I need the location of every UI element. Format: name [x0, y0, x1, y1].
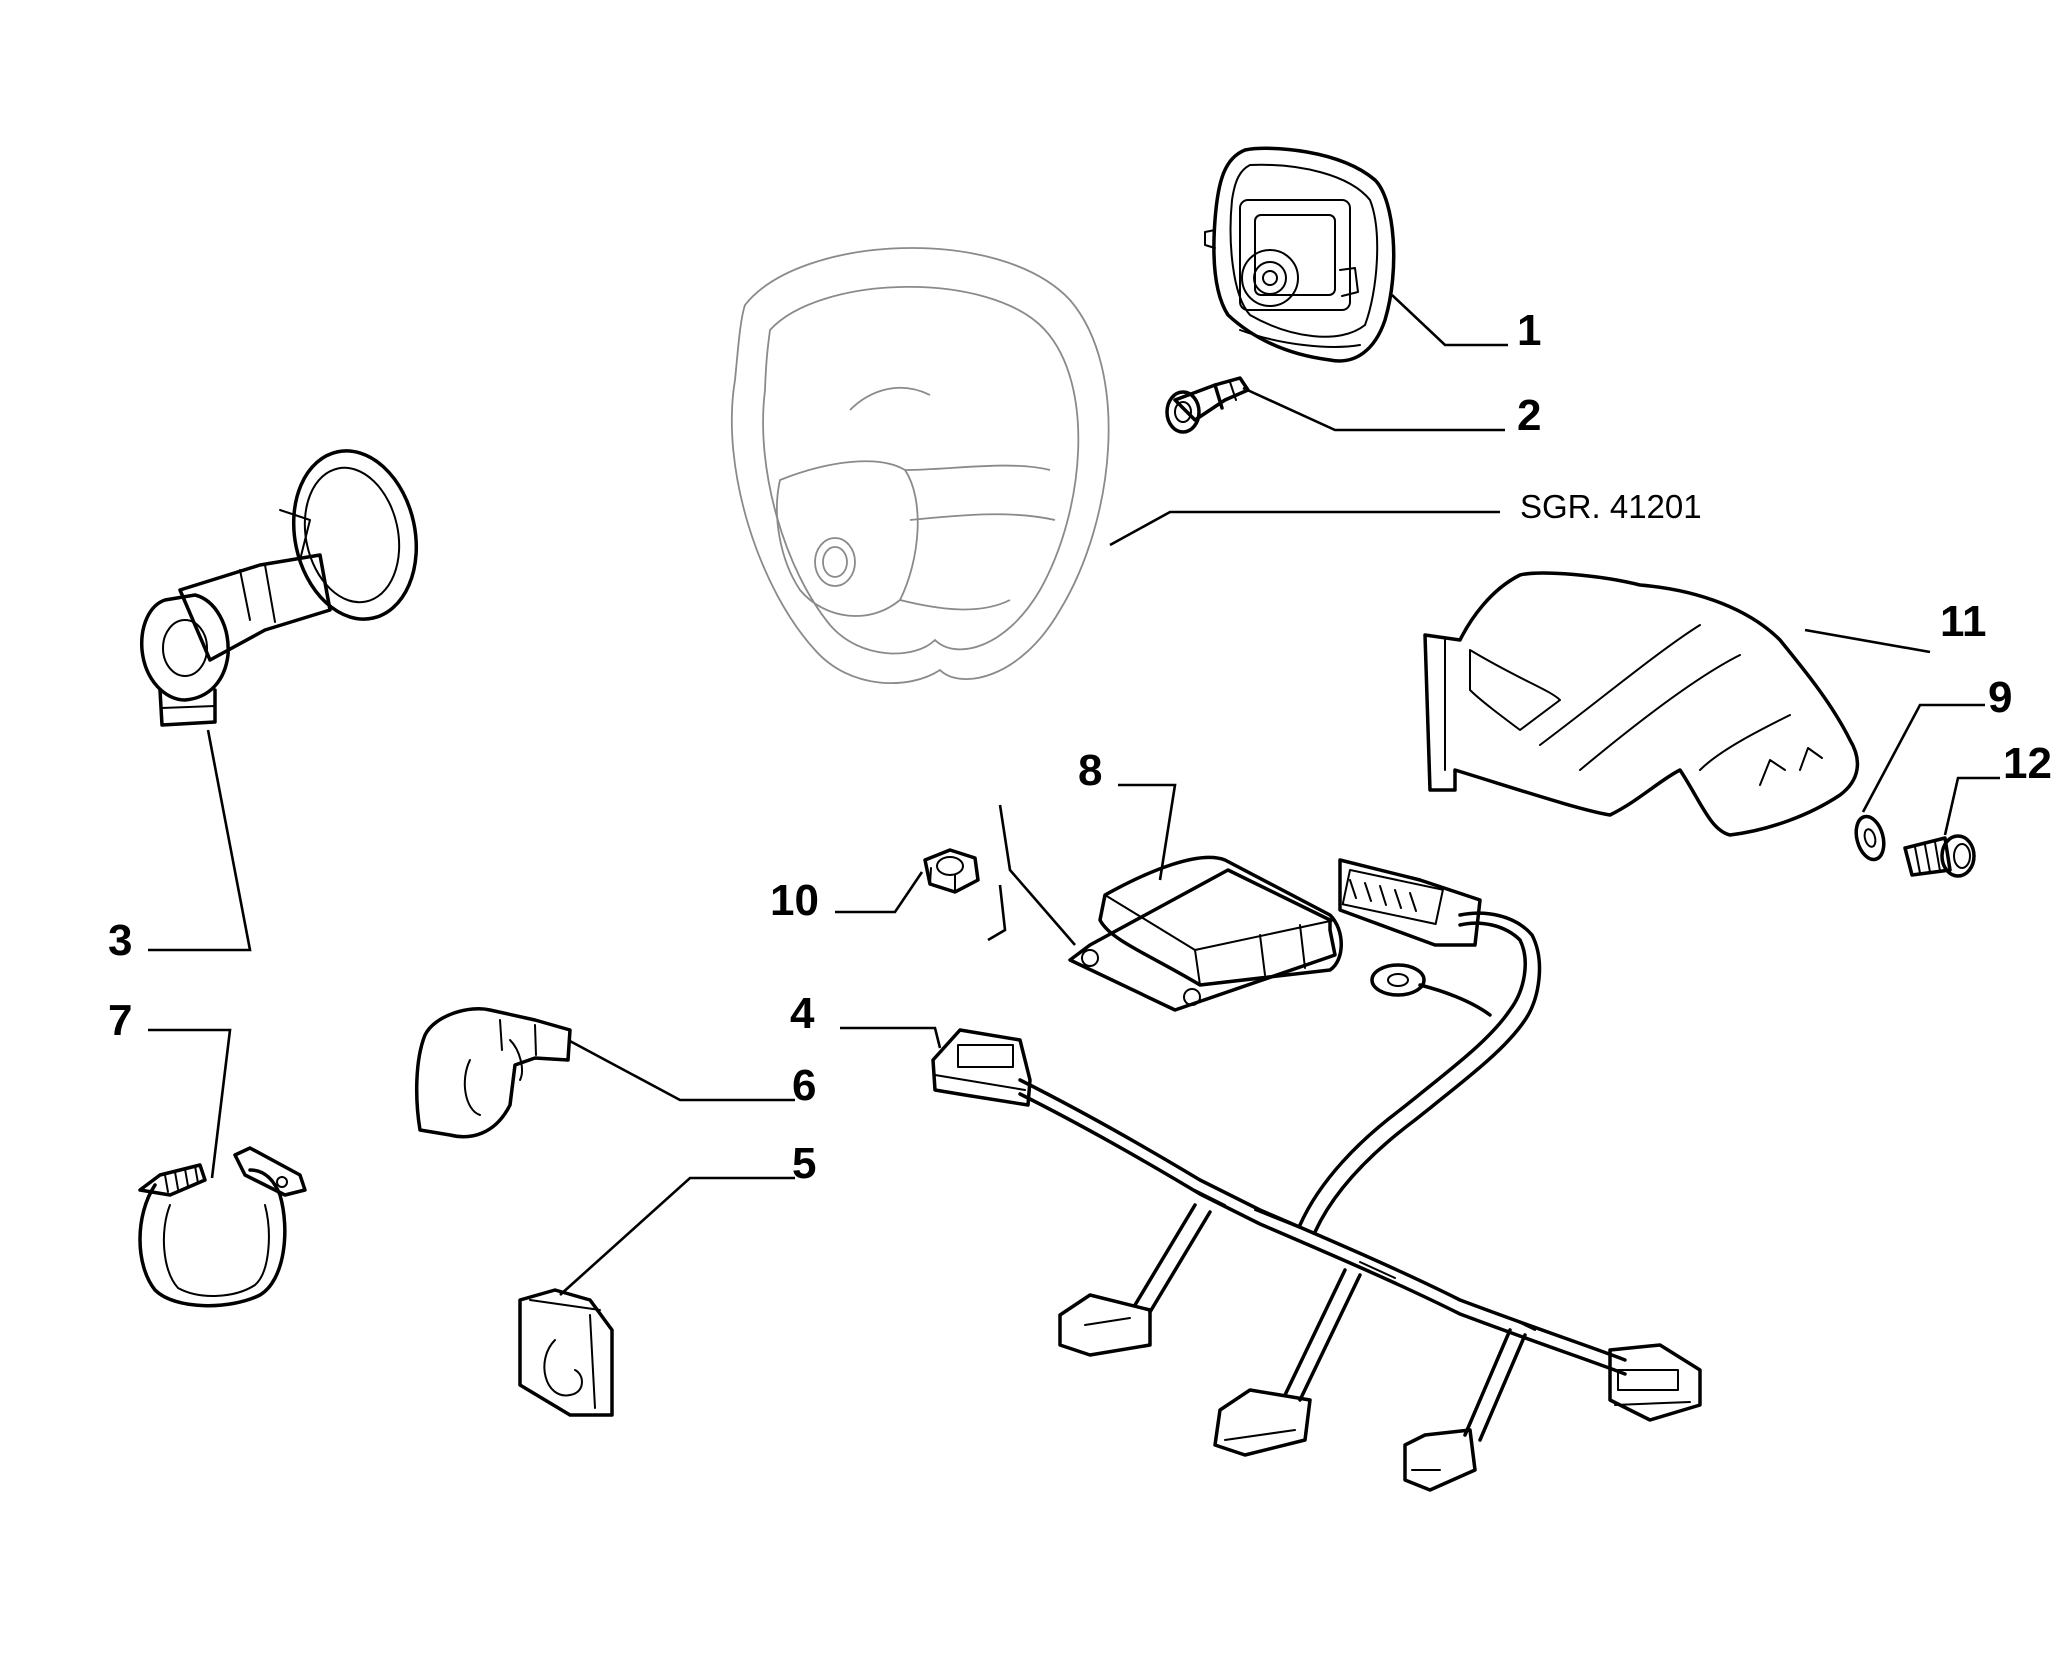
- callout-7: 7: [108, 996, 132, 1045]
- callout-11: 11: [1940, 597, 1987, 646]
- washer: [1854, 814, 1886, 862]
- screw: [1165, 376, 1250, 434]
- leader-lines: [148, 294, 2000, 1296]
- callout-5: 5: [792, 1139, 816, 1188]
- reference-label: SGR. 41201: [1520, 488, 1702, 525]
- callout-1: 1: [1517, 306, 1541, 355]
- cable-clip-large: [414, 1007, 572, 1139]
- callout-3: 3: [108, 916, 132, 965]
- callout-12: 12: [2003, 739, 2051, 788]
- wiring-harness: [931, 858, 1702, 1492]
- callout-8: 8: [1078, 746, 1102, 795]
- callout-4: 4: [790, 989, 815, 1038]
- callout-10: 10: [770, 876, 819, 925]
- bolt: [1903, 834, 1976, 878]
- nut: [923, 848, 980, 894]
- callout-2: 2: [1517, 391, 1541, 440]
- callout-9: 9: [1988, 673, 2012, 722]
- steering-wheel-phantom: [730, 247, 1110, 684]
- callout-6: 6: [792, 1061, 816, 1110]
- steering-column-cover: [1423, 571, 1860, 837]
- band-clamp: [138, 1146, 307, 1308]
- clock-spring-connector: [140, 449, 419, 727]
- airbag-control-unit: [1068, 855, 1343, 1012]
- cable-clip-small: [518, 1288, 614, 1417]
- airbag-module: [1204, 146, 1396, 363]
